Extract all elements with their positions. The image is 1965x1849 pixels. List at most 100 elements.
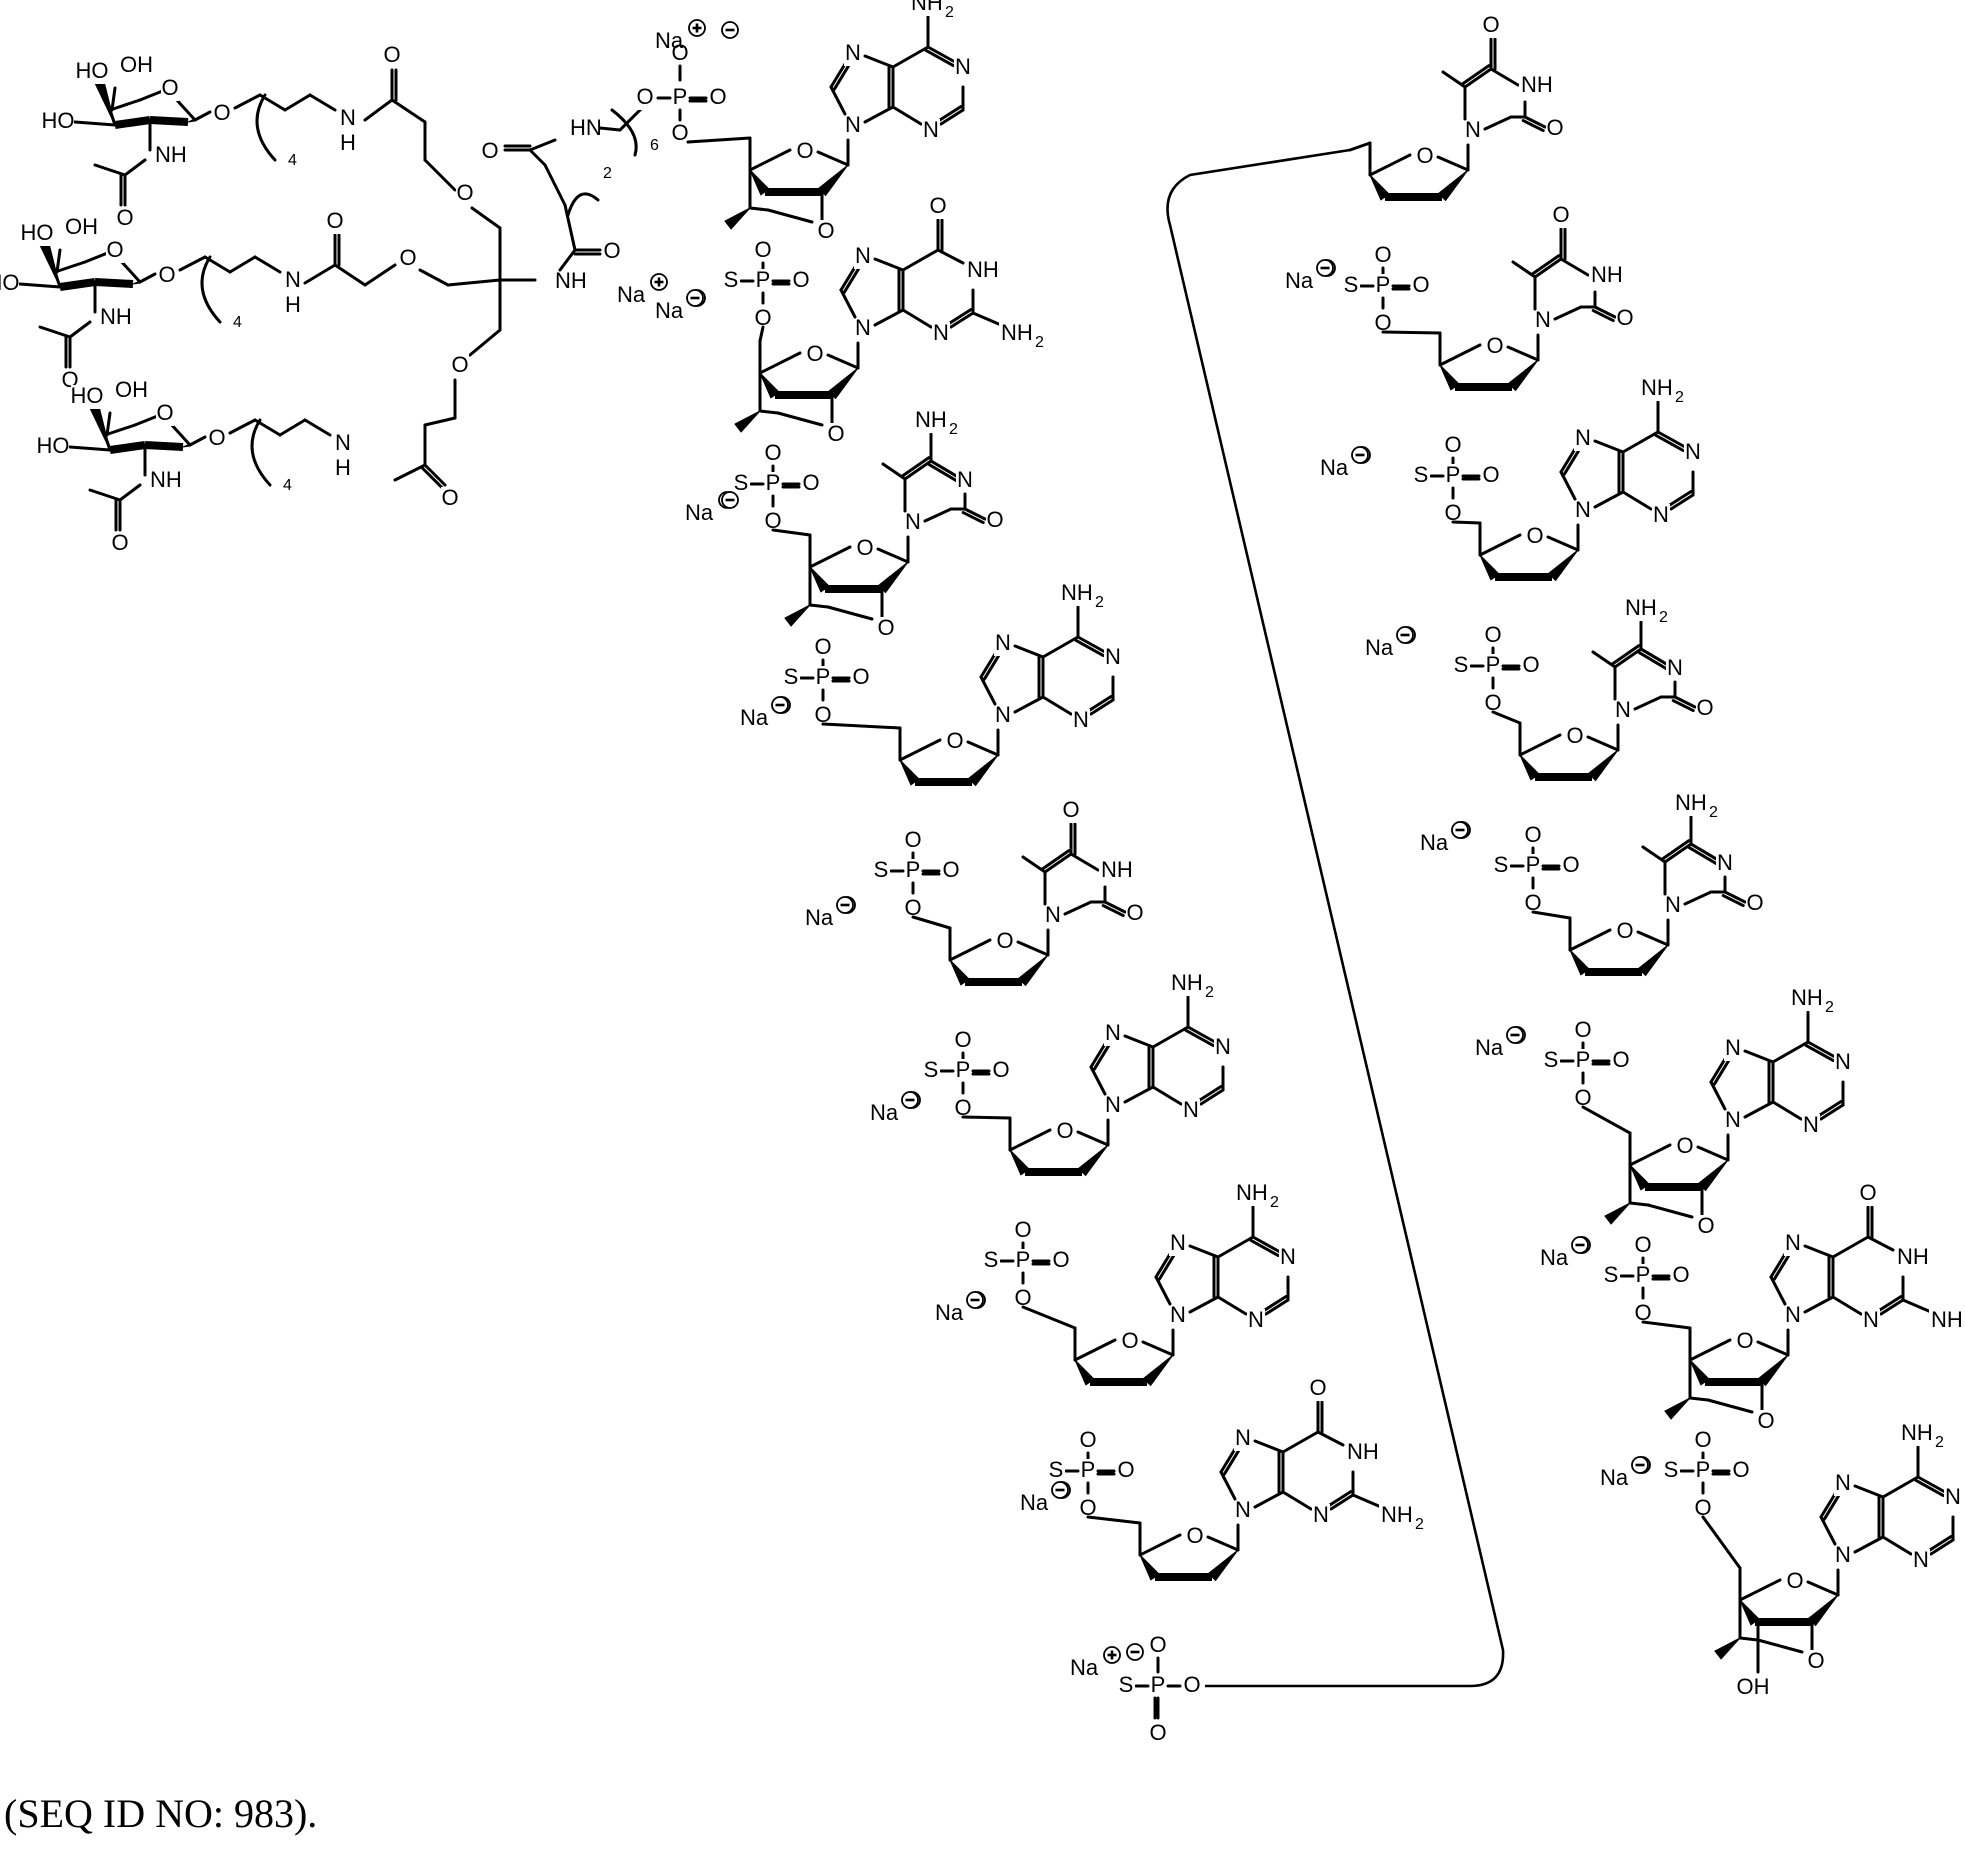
deoxyribose-sugar: O xyxy=(1570,918,1668,975)
phosphorothioate-linkage: OPOSONa xyxy=(1600,1427,1750,1521)
n7: N xyxy=(1105,1020,1121,1045)
sodium-label: Na xyxy=(655,28,684,53)
n3: N xyxy=(1073,707,1089,732)
amine-label: NH xyxy=(1641,375,1673,400)
phosphorus: P xyxy=(906,857,921,882)
nucleobase-A: NNNH2NN xyxy=(1156,1180,1297,1333)
phosphorothioate-linkage: OPOSONa xyxy=(1020,1427,1135,1521)
n9: N xyxy=(1170,1302,1186,1327)
n3: N xyxy=(1667,655,1683,680)
amine-label: NH xyxy=(1901,1420,1933,1445)
ring-oxygen: O xyxy=(996,928,1013,953)
phosphorothioate-linkage: OPOSONa xyxy=(1475,1017,1630,1111)
galnac-sugar-3: OHOOHHONHOO4NH xyxy=(37,377,353,556)
n3: N xyxy=(1183,1097,1199,1122)
carbonyl-oxygen: O xyxy=(111,530,128,555)
phosphoryl-oxygen: O xyxy=(709,84,726,109)
nucleotide-g: ONNONHNNH2 xyxy=(1140,1375,1424,1580)
ring-oxygen: O xyxy=(1676,1133,1693,1158)
n3: N xyxy=(1248,1307,1264,1332)
carbonyl-oxygen: O xyxy=(1062,797,1079,822)
nucleobase-G: NNONHNNH2 xyxy=(841,193,1044,351)
n3-h: NH xyxy=(1591,262,1623,287)
phosphoryl-oxygen: O xyxy=(1732,1457,1749,1482)
carbonyl-oxygen: O xyxy=(441,485,458,510)
carbonyl-oxygen: O xyxy=(1859,1180,1876,1205)
n3-h: NH xyxy=(1101,857,1133,882)
ring-oxygen: O xyxy=(1186,1523,1203,1548)
amine-label: NH xyxy=(1675,790,1707,815)
bridge-oxygen: O xyxy=(817,218,834,243)
n9: N xyxy=(1835,1542,1851,1567)
ring-oxygen: O xyxy=(1616,918,1633,943)
sulfur: S xyxy=(1604,1262,1619,1287)
ring-oxygen: O xyxy=(946,728,963,753)
nucleobase-G: NNONHNNH2 xyxy=(1221,1375,1424,1533)
sulfur: S xyxy=(734,470,749,495)
oligo-strand-right: ONONHOOPOSONaONONHOOPOSONaONNNH2NNOPOSON… xyxy=(1285,12,1965,1700)
n7: N xyxy=(855,243,871,268)
nucleotide-a: ONNNH2NNOPOSONa xyxy=(1365,375,1702,723)
ether-oxygen: O xyxy=(399,245,416,270)
sulfur: S xyxy=(1049,1457,1064,1482)
nucleotide-5mc: ONNH2NOOPOSONa xyxy=(1420,595,1714,918)
o3-oxygen: O xyxy=(754,237,771,262)
n7: N xyxy=(1785,1230,1801,1255)
carbonyl-oxygen: O xyxy=(1482,12,1499,37)
phosphoryl-oxygen: O xyxy=(1482,462,1499,487)
amine-label: NH xyxy=(1381,1502,1413,1527)
n7: N xyxy=(1170,1230,1186,1255)
amide-nitrogen: N xyxy=(335,430,351,455)
repeat-count: 2 xyxy=(603,165,612,182)
sulfur: S xyxy=(1544,1047,1559,1072)
phosphorus: P xyxy=(1376,272,1391,297)
o3-oxygen: O xyxy=(1149,1632,1166,1657)
oligo-strand-left: OONNNH2NNOPOSONaOONNONHNNH2OPOSONaOONNH2… xyxy=(636,0,1424,1746)
n1: N xyxy=(1665,892,1681,917)
svg-text:2: 2 xyxy=(1095,594,1104,611)
acetamide-nh: NH xyxy=(100,304,132,329)
carbonyl-oxygen: O xyxy=(1309,1375,1326,1400)
phosphorus: P xyxy=(1576,1047,1591,1072)
nucleotide-g: OONNONHNNH2OPOSONa xyxy=(1600,1180,1965,1568)
n7: N xyxy=(995,630,1011,655)
sulfur: S xyxy=(924,1057,939,1082)
n3: N xyxy=(1863,1307,1879,1332)
phosphoryl-oxygen: O xyxy=(1052,1247,1069,1272)
nucleotide-a: ONNNH2NNOPOSONa xyxy=(805,580,1122,930)
sodium-label: Na xyxy=(1020,1490,1049,1515)
carbonyl-oxygen: O xyxy=(1746,890,1763,915)
five-prime-phosphate: OPOOONa xyxy=(636,20,750,146)
n9: N xyxy=(855,315,871,340)
amide-nitrogen: N xyxy=(340,105,356,130)
bicyclic-sugar: OO xyxy=(1665,1328,1788,1434)
carbonyl-oxygen: O xyxy=(603,238,620,263)
ring-oxygen: O xyxy=(796,138,813,163)
o3-oxygen: O xyxy=(1694,1427,1711,1452)
hydroxyl-label: HO xyxy=(21,220,54,245)
ring-oxygen: O xyxy=(1486,333,1503,358)
central-nh: NH xyxy=(555,268,587,293)
deoxyribose-sugar: O xyxy=(1440,333,1538,390)
nucleobase-A: NNNH2NN xyxy=(831,0,972,143)
amine-label: NH xyxy=(1236,1180,1268,1205)
phosphorus: P xyxy=(1486,652,1501,677)
o3-oxygen: O xyxy=(1374,242,1391,267)
acetamide-nh: NH xyxy=(155,142,187,167)
n1-h: NH xyxy=(1897,1244,1929,1269)
svg-text:2: 2 xyxy=(1035,334,1044,351)
phosphorothioate-linkage: OPOSONa xyxy=(870,1027,1010,1125)
ring-oxygen: O xyxy=(161,75,178,100)
phosphorothioate-linkage: OPOSONa xyxy=(805,827,960,930)
carbonyl-oxygen: O xyxy=(1616,305,1633,330)
o3-oxygen: O xyxy=(1524,822,1541,847)
three-prime-hydroxyl: OH xyxy=(1737,1674,1770,1699)
phosphoryl-oxygen: O xyxy=(802,470,819,495)
repeat-count: 4 xyxy=(233,314,242,331)
sodium-label: Na xyxy=(805,905,834,930)
sodium-label: Na xyxy=(1420,830,1449,855)
o3-oxygen: O xyxy=(904,827,921,852)
n3-h: NH xyxy=(1521,72,1553,97)
sulfur: S xyxy=(1414,462,1429,487)
